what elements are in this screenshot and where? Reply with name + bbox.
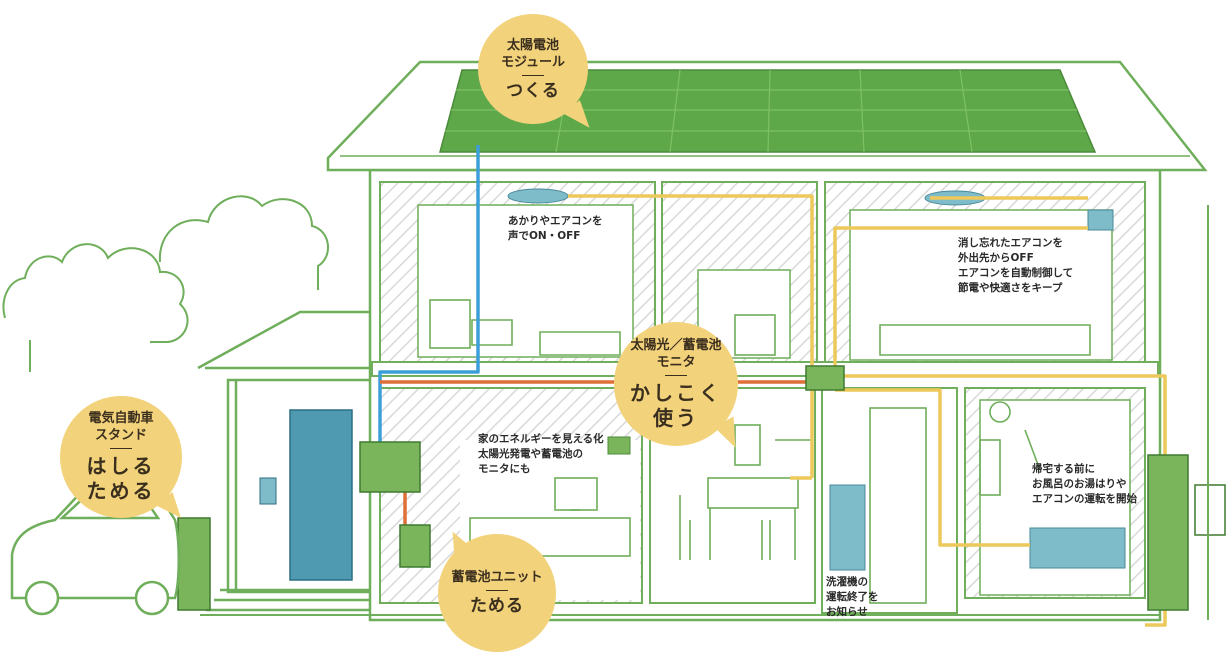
home-battery-box (399, 524, 431, 568)
solar-module-title-1: 太陽電池 (506, 37, 559, 53)
distribution-box (805, 365, 845, 391)
monitor-title-2: モニタ (656, 355, 696, 370)
power-meter (1194, 484, 1226, 536)
note-voice-control: あかりやエアコンを 声でON・OFF (508, 215, 603, 242)
battery-unit-bubble: 蓄電池ユニット ためる (438, 534, 556, 652)
air-conditioner (1087, 209, 1114, 231)
battery-unit-title: 蓄電池ユニット (451, 570, 543, 585)
ev-stand-title-2: スタンド (94, 428, 147, 443)
monitor-verb-1: かしこく (630, 381, 722, 405)
side-window (259, 477, 277, 505)
solar-module-verb: つくる (506, 80, 560, 101)
ev-stand-verb-1: はしる (86, 454, 156, 478)
note-bath-remote: 帰宅する前に お風呂のお湯はりや エアコンの運転を開始 (1032, 463, 1137, 505)
solar-module-bubble: 太陽電池 モジュール つくる (478, 14, 588, 124)
tree-outlines (2, 195, 329, 372)
ev-charger (177, 517, 211, 611)
ev-stand-title-1: 電気自動車 (88, 411, 154, 426)
front-door (289, 409, 353, 581)
note-aircon-control: 消し忘れたエアコンを 外出先からOFF エアコンを自動制御して 節電や快適さをキ… (958, 237, 1074, 294)
power-conditioner (359, 441, 421, 493)
monitor-title-1: 太陽光／蓄電池 (630, 338, 722, 353)
ev-stand-verb-2: ためる (86, 479, 156, 503)
monitor-bubble: 太陽光／蓄電池 モニタ かしこく 使う (614, 322, 738, 446)
room-monitor (607, 436, 631, 455)
blue-wire (378, 145, 480, 445)
outdoor-battery-unit (1147, 454, 1189, 611)
bathtub (1029, 527, 1126, 569)
ev-stand-bubble: 電気自動車 スタンド はしる ためる (60, 396, 182, 518)
note-energy-visualization: 家のエネルギーを見える化 太陽光発電や蓄電池の モニタにも (478, 433, 604, 475)
monitor-verb-2: 使う (653, 406, 699, 430)
note-washer-notify: 洗濯機の 運転終了を お知らせ (826, 576, 879, 618)
washing-machine (829, 484, 866, 571)
battery-unit-verb: ためる (470, 596, 524, 616)
solar-module-title-2: モジュール (500, 54, 566, 70)
yellow-wire (568, 194, 1167, 627)
